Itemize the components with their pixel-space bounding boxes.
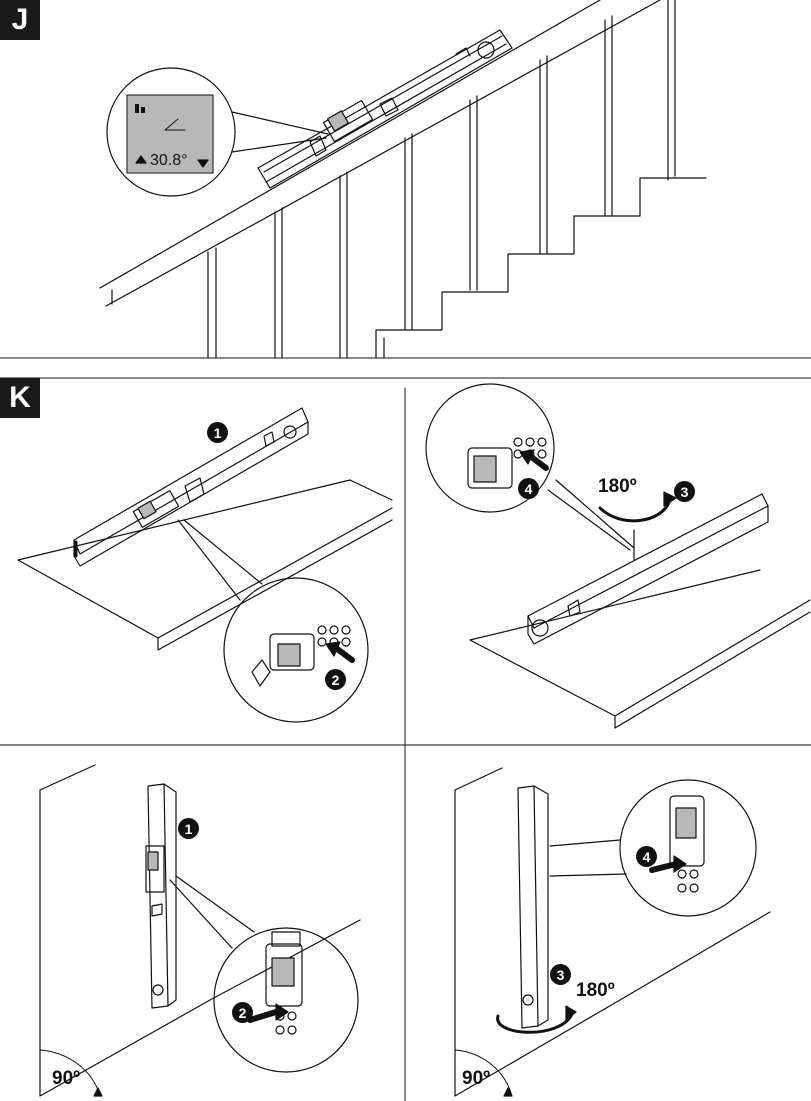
- step-1-marker-k3: 1: [178, 818, 199, 839]
- panel-k2-callout: [426, 384, 634, 550]
- step-3-marker-k4: 3: [550, 964, 571, 985]
- section-label-k: K: [0, 378, 40, 418]
- step-1-marker-k1: 1: [207, 422, 228, 443]
- level-on-rail: [258, 30, 512, 188]
- panel-k1-scene: [18, 408, 392, 650]
- rotation-label-bottom: 180º: [576, 980, 615, 1002]
- panel-k4-scene: [455, 768, 770, 1096]
- display-callout: [107, 68, 328, 196]
- panel-k2-scene: [470, 494, 810, 728]
- step-2-marker-k3: 2: [232, 1002, 253, 1023]
- step-4-marker-k4: 4: [636, 846, 657, 867]
- rotation-arrow-bottom: [498, 1006, 576, 1032]
- panel-k3-callout: [170, 876, 358, 1072]
- step-2-marker-k1: 2: [325, 669, 346, 690]
- angle-label-left: 90º: [52, 1068, 80, 1090]
- section-label-j: J: [0, 0, 40, 40]
- rotation-label-top: 180º: [598, 476, 637, 498]
- step-4-marker-k2: 4: [518, 478, 539, 499]
- panel-k1-callout: [178, 520, 368, 722]
- panel-k3-scene: [40, 765, 360, 1096]
- stair-scene: [100, 0, 706, 358]
- angle-label-right: 90º: [462, 1068, 490, 1090]
- angle-reading: 30.8°: [150, 152, 188, 170]
- step-3-marker-k2: 3: [674, 481, 695, 502]
